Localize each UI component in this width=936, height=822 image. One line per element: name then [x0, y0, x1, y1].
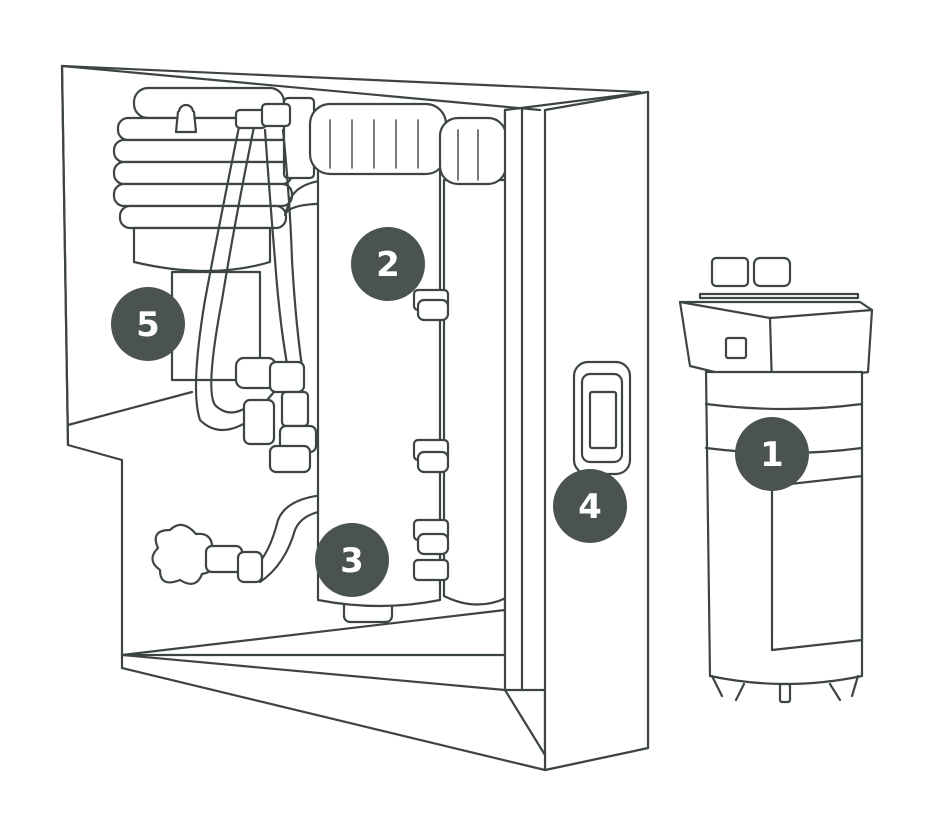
callout-badge-4-label: 4 — [578, 487, 602, 527]
callout-badges: 1 2 3 4 5 — [111, 227, 809, 597]
callout-badge-2-circle — [351, 227, 425, 301]
callout-badge-1-circle — [735, 417, 809, 491]
callout-badge-2-label: 2 — [376, 245, 400, 285]
callout-badge-3-label: 3 — [340, 541, 364, 581]
external-filter-housing — [678, 256, 874, 704]
side-display-panel — [572, 360, 632, 476]
callout-badge-4: 4 — [553, 469, 627, 543]
callout-badge-3-circle — [315, 523, 389, 597]
callout-badge-1-label: 1 — [760, 435, 784, 475]
callout-badge-2: 2 — [351, 227, 425, 301]
callout-badge-5-circle — [111, 287, 185, 361]
callout-badge-4-circle — [553, 469, 627, 543]
callout-badge-1: 1 — [735, 417, 809, 491]
cabinet-unit — [60, 64, 650, 772]
callout-badge-3: 3 — [315, 523, 389, 597]
callout-badge-5: 5 — [111, 287, 185, 361]
filter-cartridges — [308, 102, 508, 608]
callout-badge-5-label: 5 — [136, 305, 160, 345]
